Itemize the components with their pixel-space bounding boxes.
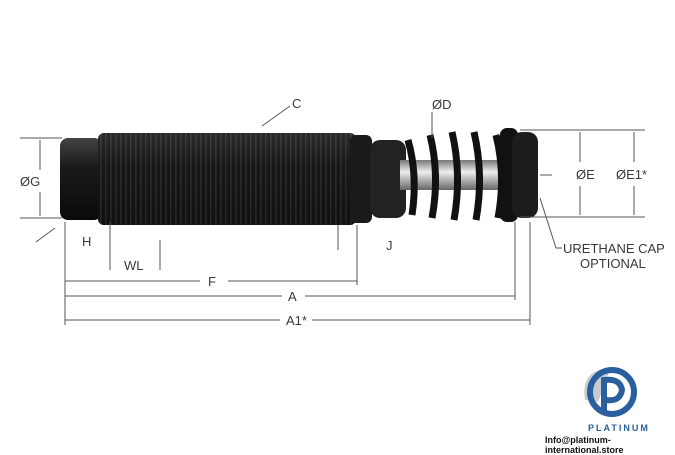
label-c: C <box>292 96 301 111</box>
label-e1: ØE1* <box>616 167 647 182</box>
contact-email: Info@platinum-international.store <box>545 435 624 455</box>
label-e: ØE <box>576 167 595 182</box>
label-d: ØD <box>432 97 452 112</box>
absorber-body <box>60 133 406 225</box>
label-j: J <box>386 238 393 253</box>
urethane-cap <box>500 128 538 222</box>
brand-name: PLATINUM <box>588 423 650 433</box>
label-h: H <box>82 234 91 249</box>
dimension-lines <box>20 105 645 325</box>
label-urethane-cap: URETHANE CAP <box>563 241 665 256</box>
label-a: A <box>288 289 297 304</box>
label-wl: WL <box>124 258 144 273</box>
label-f: F <box>208 274 216 289</box>
label-g: ØG <box>20 174 40 189</box>
platinum-logo-icon <box>584 367 637 417</box>
label-optional: OPTIONAL <box>580 256 646 271</box>
label-a1: A1* <box>286 313 307 328</box>
